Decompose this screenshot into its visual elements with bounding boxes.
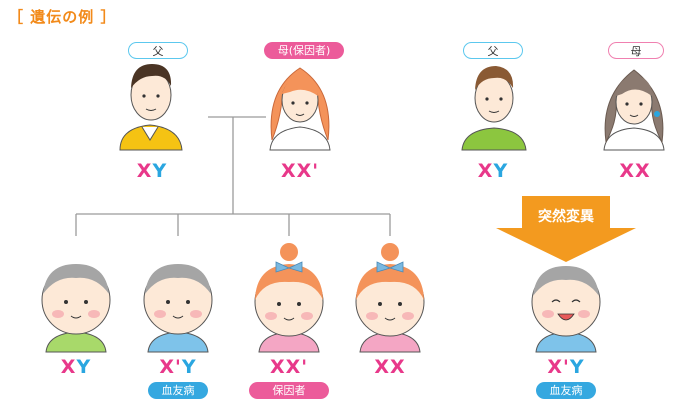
child-2-figure [143, 264, 213, 353]
pedigree-lines [75, 116, 391, 236]
child-4-figure [355, 243, 425, 353]
child-1-figure [41, 264, 111, 353]
mother-right-genotype: XX [619, 160, 651, 182]
mutation-label: 突然変異 [538, 209, 594, 225]
father-left-label: 父 [128, 42, 188, 59]
mother-right-label: 母 [608, 42, 664, 59]
mother-right-figure [603, 69, 665, 151]
mother-left-figure [269, 67, 331, 151]
child-3-figure [254, 243, 324, 353]
mother-left-genotype: XX' [280, 160, 320, 182]
mutant-child-badge: 血友病 [536, 382, 596, 399]
mutation-arrow [496, 196, 636, 262]
father-right-genotype: XY [477, 160, 509, 182]
father-right-figure [461, 66, 527, 151]
mutant-child-genotype: X'Y [547, 356, 585, 378]
father-left-figure [119, 64, 183, 151]
child-3-badge: 保因者 [249, 382, 329, 399]
mother-left-label: 母(保因者) [264, 42, 344, 59]
child-2-badge: 血友病 [148, 382, 208, 399]
mutant-child-figure [531, 266, 601, 353]
child-4-genotype: XX [374, 356, 406, 378]
father-right-label: 父 [463, 42, 523, 59]
child-1-genotype: XY [60, 356, 92, 378]
page-title: ［ 遺伝の例 ］ [8, 8, 117, 26]
father-left-genotype: XY [136, 160, 168, 182]
child-2-genotype: X'Y [159, 356, 197, 378]
child-3-genotype: XX' [269, 356, 309, 378]
